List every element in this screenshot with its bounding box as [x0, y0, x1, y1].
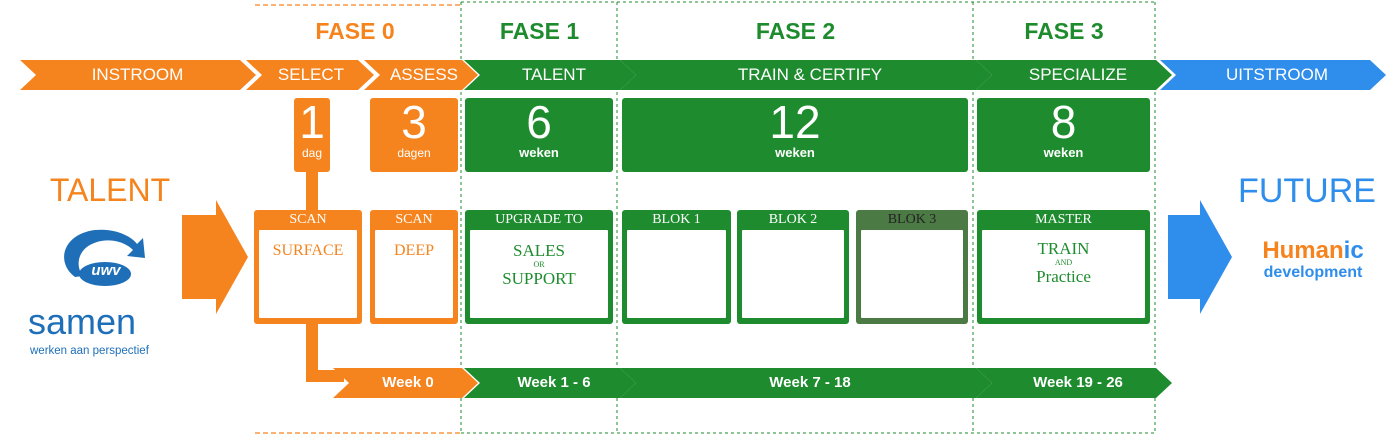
chevron-select	[246, 60, 374, 90]
chevron-assess	[364, 60, 478, 90]
chevron-talent	[464, 60, 636, 90]
chevron-instroom	[20, 60, 256, 90]
card-head: SCAN	[395, 212, 433, 227]
duration-unit: weken	[519, 145, 559, 160]
flow-label-specialize: SPECIALIZE	[1028, 65, 1128, 84]
card-head: MASTER	[1035, 212, 1092, 227]
week-chevron-2	[620, 368, 992, 398]
card-blok-1: BLOK 1	[622, 210, 731, 324]
card-line1: DEEP	[394, 242, 434, 259]
card-line2: OR	[533, 260, 545, 269]
flow-label-assess: ASSESS	[389, 65, 459, 84]
connector-scan-to-week	[306, 318, 318, 376]
flow-label-train-certify: TRAIN & CERTIFY	[737, 65, 883, 84]
card-head: UPGRADE TO	[495, 212, 583, 227]
duration-box-specialize: 8 weken	[977, 98, 1150, 172]
card-body	[861, 230, 963, 318]
uwv-logo-text: uwv	[91, 262, 121, 279]
duration-number: 1	[299, 96, 325, 148]
card-line3: SUPPORT	[502, 269, 576, 288]
duration-unit: weken	[1043, 145, 1084, 160]
left-title: TALENT	[49, 172, 171, 208]
card-line2: AND	[1054, 258, 1073, 267]
card-upgrade-to: UPGRADE TO SALES OR SUPPORT	[465, 210, 613, 324]
phase-title-fase0: FASE 0	[315, 18, 395, 44]
card-body	[627, 230, 726, 318]
duration-box-select: 1 dag	[294, 98, 330, 172]
phase-title-fase3: FASE 3	[1024, 18, 1104, 44]
duration-number: 3	[401, 96, 427, 148]
card-line1: SURFACE	[272, 242, 344, 259]
card-body: SALES OR SUPPORT	[470, 230, 608, 318]
card-head: SCAN	[289, 212, 327, 227]
flow-label-select: SELECT	[277, 65, 345, 84]
duration-unit: weken	[775, 145, 815, 160]
week-chevron-3	[976, 368, 1172, 398]
flow-label-uitstroom: UITSTROOM	[1226, 65, 1328, 84]
card-body	[742, 230, 844, 318]
connector-week-horizontal	[306, 370, 344, 382]
right-title: FUTURE	[1238, 172, 1376, 210]
card-scan-surface: SCAN SURFACE	[254, 210, 362, 324]
org-name: samen	[28, 301, 137, 342]
right-big-arrow-icon	[1168, 200, 1232, 314]
brand-part1: Human	[1262, 237, 1344, 264]
week-label-0: Week 0	[382, 374, 434, 391]
duration-unit: dag	[301, 146, 323, 160]
chevron-train-certify	[620, 60, 992, 90]
card-line3: Practice	[1036, 267, 1091, 286]
card-blok-3: BLOK 3	[856, 210, 968, 324]
week-label-3: Week 19 - 26	[1033, 374, 1123, 391]
card-body: SURFACE	[259, 230, 357, 318]
card-head: BLOK 2	[768, 212, 818, 227]
connector-day-to-scan	[306, 160, 318, 212]
duration-unit: dagen	[397, 146, 431, 160]
phase-title-fase1: FASE 1	[499, 18, 580, 44]
card-line1: SALES	[513, 241, 565, 260]
humanic-logo: Humanic	[1238, 238, 1388, 264]
card-body: TRAIN AND Practice	[982, 230, 1145, 318]
card-master: MASTER TRAIN AND Practice	[977, 210, 1150, 324]
card-body: DEEP	[375, 230, 453, 318]
week-label-1: Week 1 - 6	[517, 374, 591, 391]
card-blok-2: BLOK 2	[737, 210, 849, 324]
week-chevron-0	[333, 368, 478, 398]
duration-box-assess: 3 dagen	[370, 98, 458, 172]
card-head: BLOK 1	[652, 212, 701, 227]
card-head: BLOK 3	[887, 212, 937, 227]
org-tagline: werken aan perspectief	[30, 345, 149, 357]
uwv-swoosh-icon	[64, 229, 145, 286]
duration-number: 8	[1050, 96, 1077, 148]
chevron-uitstroom	[1160, 60, 1386, 90]
duration-box-talent: 6 weken	[465, 98, 613, 172]
left-big-arrow-icon	[182, 200, 248, 314]
duration-box-train-certify: 12 weken	[622, 98, 968, 172]
card-line1: TRAIN	[1037, 239, 1090, 258]
card-scan-deep: SCAN DEEP	[370, 210, 458, 324]
phase-title-fase2: FASE 2	[755, 18, 836, 44]
flow-label-talent: TALENT	[522, 65, 586, 84]
flow-label-instroom: INSTROOM	[91, 65, 184, 84]
duration-number: 12	[769, 96, 821, 148]
brand-part2: ic	[1343, 237, 1364, 264]
week-label-2: Week 7 - 18	[769, 374, 851, 391]
duration-number: 6	[526, 96, 552, 148]
uwv-logo: uwv	[55, 222, 155, 292]
week-chevron-1	[464, 368, 636, 398]
brand-line2: development	[1263, 264, 1363, 281]
chevron-specialize	[976, 60, 1172, 90]
